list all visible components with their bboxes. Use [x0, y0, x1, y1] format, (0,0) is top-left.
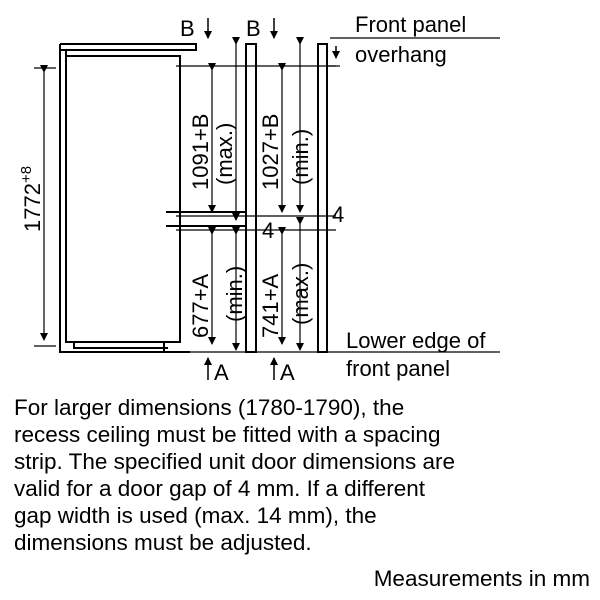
installation-note: For larger dimensions (1780-1790), the r…: [14, 394, 594, 556]
label-height-total: 1772+8: [18, 166, 45, 232]
total-height-dimension: [34, 65, 56, 347]
label-gap-upper: 4: [332, 202, 344, 227]
note-line: recess ceiling must be fitted with a spa…: [14, 422, 441, 447]
upper-dimension-lines: [208, 37, 304, 221]
note-line: strip. The specified unit door dimension…: [14, 449, 456, 474]
label-lower-left: 677+A: [188, 273, 213, 338]
note-line: valid for a door gap of 4 mm. If a diffe…: [14, 476, 426, 501]
lower-dimension-lines: [208, 217, 304, 351]
extension-lines: [176, 37, 500, 353]
note-line: For larger dimensions (1780-1790), the: [14, 395, 405, 420]
label-upper-right-qual: (min.): [288, 129, 313, 185]
cabinet-outline: [59, 43, 246, 353]
b-arrows: [204, 18, 340, 59]
label-a-left: A: [214, 360, 229, 385]
label-b-right: B: [246, 16, 261, 41]
note-line: gap width is used (max. 14 mm), the: [14, 503, 377, 528]
label-upper-left-qual: (max.): [212, 123, 237, 185]
label-gap-lower: 4: [262, 218, 274, 243]
label-lower-edge: Lower edge of: [346, 328, 486, 353]
a-arrows: [204, 357, 278, 380]
fridge-dimension-diagram: B B Front panel overhang 1772+8 1091+B (…: [18, 12, 500, 385]
note-line: dimensions must be adjusted.: [14, 530, 312, 555]
label-lower-left-qual: (min.): [222, 266, 247, 322]
measurements-unit-label: Measurements in mm: [373, 566, 590, 591]
label-front-panel-bottom: front panel: [346, 356, 450, 381]
label-upper-left: 1091+B: [188, 114, 213, 190]
label-upper-right: 1027+B: [258, 114, 283, 190]
label-a-right: A: [280, 360, 295, 385]
label-overhang: overhang: [355, 42, 447, 67]
label-lower-right-qual: (max.): [288, 263, 313, 325]
label-lower-right: 741+A: [258, 273, 283, 338]
label-b-left: B: [180, 16, 195, 41]
label-front-panel: Front panel: [355, 12, 466, 37]
